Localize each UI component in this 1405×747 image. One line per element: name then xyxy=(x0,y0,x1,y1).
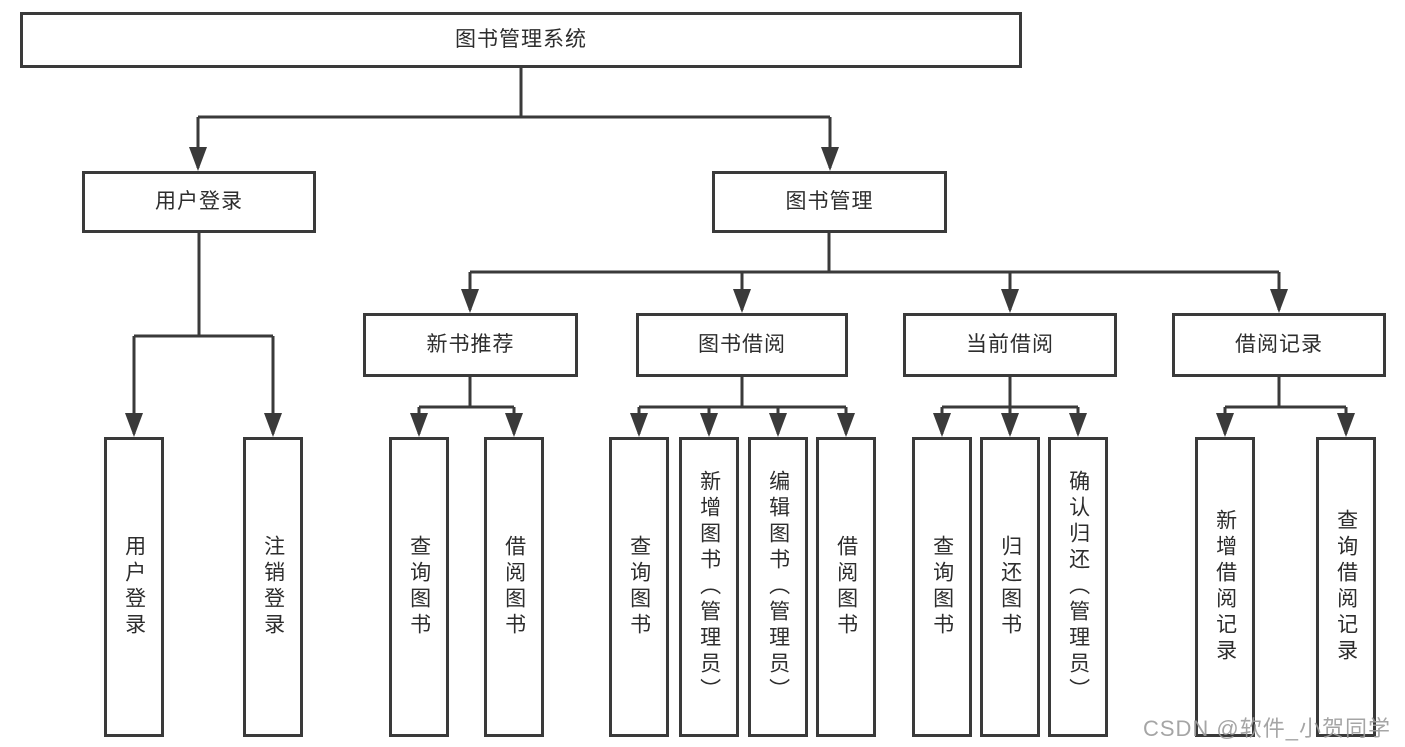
leaf-edit-book-admin-label: 编辑图书（管理员） xyxy=(766,470,790,704)
node-current-borrow: 当前借阅 xyxy=(903,313,1117,377)
node-borrow-records: 借阅记录 xyxy=(1172,313,1386,377)
leaf-query-books-current: 查询图书 xyxy=(912,437,972,737)
leaf-return-book-label: 归还图书 xyxy=(998,535,1022,639)
node-book-management: 图书管理 xyxy=(712,171,947,233)
leaf-borrow-book: 借阅图书 xyxy=(816,437,876,737)
leaf-query-books-borrow: 查询图书 xyxy=(609,437,669,737)
leaf-borrow-book-label: 借阅图书 xyxy=(834,535,858,639)
leaf-user-login-label: 用户登录 xyxy=(122,535,146,639)
leaf-logout-label: 注销登录 xyxy=(261,535,285,639)
leaf-add-book-admin-label: 新增图书（管理员） xyxy=(697,470,721,704)
leaf-add-book-admin: 新增图书（管理员） xyxy=(679,437,739,737)
node-root-library-system: 图书管理系统 xyxy=(20,12,1022,68)
leaf-user-login: 用户登录 xyxy=(104,437,164,737)
leaf-confirm-return-admin: 确认归还（管理员） xyxy=(1048,437,1108,737)
leaf-confirm-return-admin-label: 确认归还（管理员） xyxy=(1066,470,1090,704)
node-current-borrow-label: 当前借阅 xyxy=(966,333,1054,357)
leaf-query-books-rec: 查询图书 xyxy=(389,437,449,737)
node-book-management-label: 图书管理 xyxy=(785,190,874,214)
arrowhead-icons xyxy=(125,147,1355,437)
leaf-query-books-rec-label: 查询图书 xyxy=(407,535,431,639)
node-new-book-recommend-label: 新书推荐 xyxy=(426,333,515,357)
leaf-edit-book-admin: 编辑图书（管理员） xyxy=(748,437,808,737)
node-user-login: 用户登录 xyxy=(82,171,316,233)
leaf-add-borrow-record: 新增借阅记录 xyxy=(1195,437,1255,737)
leaf-return-book: 归还图书 xyxy=(980,437,1040,737)
node-book-borrow: 图书借阅 xyxy=(636,313,848,377)
node-book-borrow-label: 图书借阅 xyxy=(698,333,786,357)
leaf-logout: 注销登录 xyxy=(243,437,303,737)
node-root-label: 图书管理系统 xyxy=(455,28,587,52)
node-borrow-records-label: 借阅记录 xyxy=(1235,333,1323,357)
node-new-book-recommend: 新书推荐 xyxy=(363,313,578,377)
leaf-query-borrow-record: 查询借阅记录 xyxy=(1316,437,1376,737)
leaf-query-books-borrow-label: 查询图书 xyxy=(627,535,651,639)
leaf-query-books-current-label: 查询图书 xyxy=(930,535,954,639)
node-user-login-label: 用户登录 xyxy=(155,190,243,214)
leaf-borrow-books-rec-label: 借阅图书 xyxy=(502,535,526,639)
leaf-borrow-books-rec: 借阅图书 xyxy=(484,437,544,737)
leaf-query-borrow-record-label: 查询借阅记录 xyxy=(1334,509,1358,665)
leaf-add-borrow-record-label: 新增借阅记录 xyxy=(1213,509,1237,665)
